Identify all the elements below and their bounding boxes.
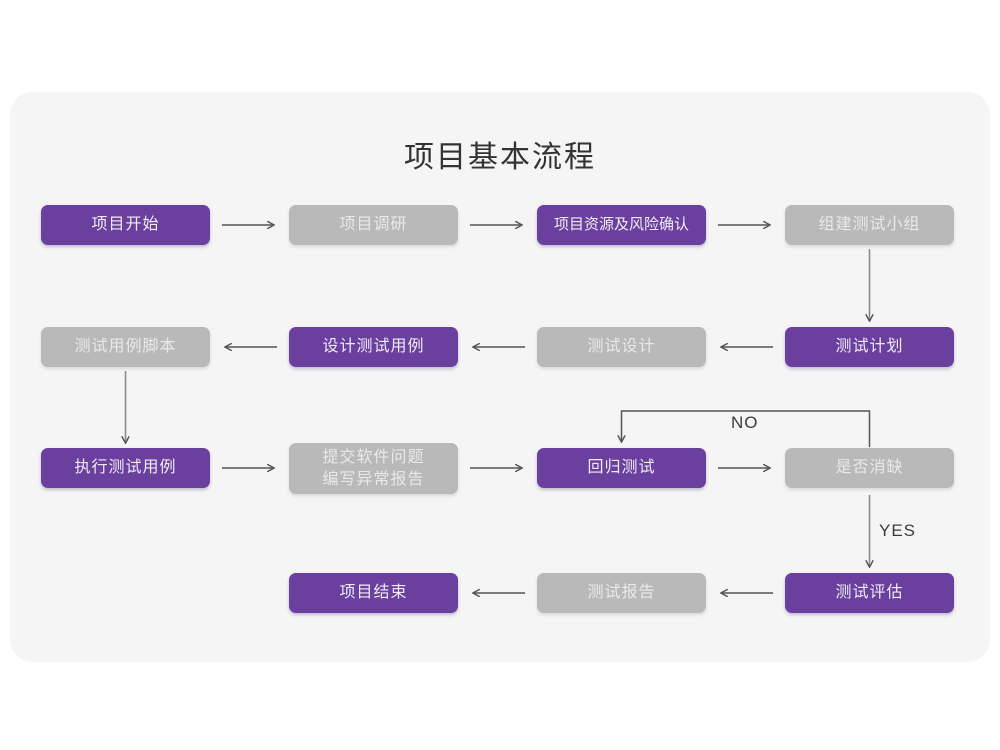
node-test-design[interactable]: 测试设计 [537, 327, 706, 367]
node-test-evaluation[interactable]: 测试评估 [785, 573, 954, 613]
node-form-test-team[interactable]: 组建测试小组 [785, 205, 954, 245]
page-title: 项目基本流程 [404, 141, 596, 174]
node-design-test-cases[interactable]: 设计测试用例 [289, 327, 458, 367]
node-execute-test-cases[interactable]: 执行测试用例 [41, 448, 210, 488]
node-test-case-script[interactable]: 测试用例脚本 [41, 327, 210, 367]
branch-label-yes: YES [879, 521, 917, 540]
node-resource-risk-confirmation[interactable]: 项目资源及风险确认 [537, 205, 706, 245]
branch-label-no: NO [731, 413, 759, 432]
node-test-report[interactable]: 测试报告 [537, 573, 706, 613]
node-project-end[interactable]: 项目结束 [289, 573, 458, 613]
node-regression-test[interactable]: 回归测试 [537, 448, 706, 488]
node-project-start[interactable]: 项目开始 [41, 205, 210, 245]
flowchart-card: 项目基本流程 [10, 92, 990, 662]
node-submit-issues-report[interactable]: 提交软件问题 编写异常报告 [289, 443, 458, 494]
node-project-research[interactable]: 项目调研 [289, 205, 458, 245]
node-defect-cleared-decision[interactable]: 是否消缺 [785, 448, 954, 488]
node-test-plan[interactable]: 测试计划 [785, 327, 954, 367]
